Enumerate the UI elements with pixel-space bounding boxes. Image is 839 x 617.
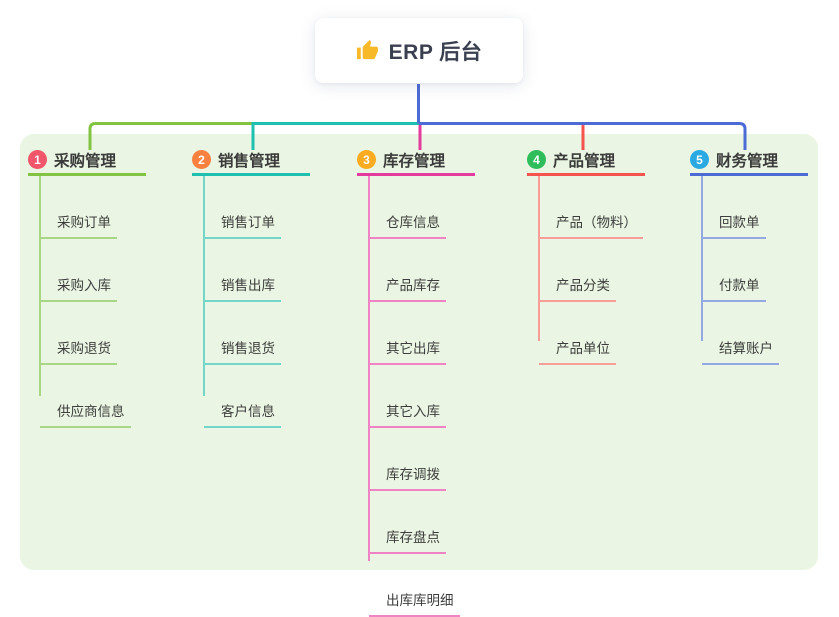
- branch-column: 4 产品管理产品（物料）产品分类产品单位: [527, 146, 659, 365]
- branch-node[interactable]: 2 销售管理: [192, 146, 310, 176]
- child-node[interactable]: 其它出库: [369, 302, 446, 365]
- child-node[interactable]: 库存调拨: [369, 428, 446, 491]
- branch-trunk-line: [39, 176, 41, 396]
- child-node[interactable]: 产品（物料）: [539, 176, 643, 239]
- child-node[interactable]: 其它入库: [369, 365, 446, 428]
- branch-title-label: 库存管理: [383, 152, 446, 170]
- branch-title-label: 产品管理: [553, 152, 616, 170]
- branch-children: 采购订单采购入库采购退货供应商信息: [28, 176, 160, 428]
- branch-title-label: 采购管理: [54, 152, 117, 170]
- branch-title-label: 销售管理: [218, 152, 281, 170]
- branch-number-badge: 5: [690, 150, 709, 169]
- child-node[interactable]: 库存盘点: [369, 491, 446, 554]
- child-node[interactable]: 销售退货: [204, 302, 281, 365]
- branch-children: 产品（物料）产品分类产品单位: [527, 176, 659, 365]
- child-node[interactable]: 供应商信息: [40, 365, 131, 428]
- branch-children: 仓库信息产品库存其它出库其它入库库存调拨库存盘点出库库明细: [357, 176, 489, 617]
- thumbs-up-icon: [356, 39, 378, 60]
- branch-number-badge: 3: [357, 150, 376, 169]
- branch-node[interactable]: 3 库存管理: [357, 146, 475, 176]
- child-node[interactable]: 仓库信息: [369, 176, 446, 239]
- branch-column: 2 销售管理销售订单销售出库销售退货客户信息: [192, 146, 324, 428]
- child-node[interactable]: 客户信息: [204, 365, 281, 428]
- child-node[interactable]: 销售出库: [204, 239, 281, 302]
- child-node[interactable]: 产品分类: [539, 239, 616, 302]
- branch-column: 3 库存管理仓库信息产品库存其它出库其它入库库存调拨库存盘点出库库明细: [357, 146, 489, 617]
- root-node[interactable]: ERP 后台: [315, 18, 523, 83]
- branch-title-label: 财务管理: [716, 152, 779, 170]
- thumbs-up-path: [356, 39, 378, 60]
- branch-node[interactable]: 1 采购管理: [28, 146, 146, 176]
- branch-column: 5 财务管理回款单付款单结算账户: [690, 146, 822, 365]
- child-node[interactable]: 付款单: [702, 239, 766, 302]
- child-node[interactable]: 销售订单: [204, 176, 281, 239]
- child-node[interactable]: 采购退货: [40, 302, 117, 365]
- child-node[interactable]: 回款单: [702, 176, 766, 239]
- mindmap-panel: [20, 134, 818, 570]
- child-node[interactable]: 出库库明细: [369, 554, 460, 617]
- branch-column: 1 采购管理采购订单采购入库采购退货供应商信息: [28, 146, 160, 428]
- child-node[interactable]: 产品库存: [369, 239, 446, 302]
- branch-children: 回款单付款单结算账户: [690, 176, 822, 365]
- branch-number-badge: 1: [28, 150, 47, 169]
- child-node[interactable]: 产品单位: [539, 302, 616, 365]
- branch-trunk-line: [538, 176, 540, 341]
- branch-children: 销售订单销售出库销售退货客户信息: [192, 176, 324, 428]
- branch-number-badge: 2: [192, 150, 211, 169]
- branch-node[interactable]: 4 产品管理: [527, 146, 645, 176]
- child-node[interactable]: 结算账户: [702, 302, 779, 365]
- branch-node[interactable]: 5 财务管理: [690, 146, 808, 176]
- root-label: ERP 后台: [388, 40, 483, 64]
- branch-trunk-line: [203, 176, 205, 396]
- branch-trunk-line: [368, 176, 370, 561]
- branch-trunk-line: [701, 176, 703, 341]
- child-node[interactable]: 采购入库: [40, 239, 117, 302]
- child-node[interactable]: 采购订单: [40, 176, 117, 239]
- branch-number-badge: 4: [527, 150, 546, 169]
